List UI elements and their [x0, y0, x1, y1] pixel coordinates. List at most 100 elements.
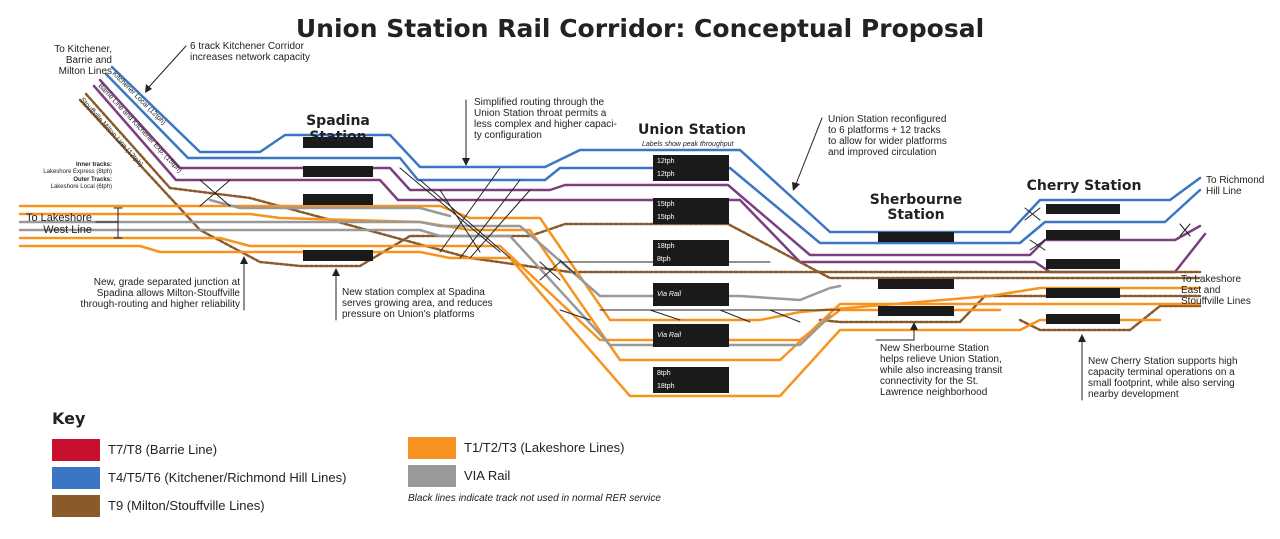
platform-union-5	[653, 324, 729, 347]
endpoint-richmond-line1: To Richmond	[1206, 175, 1265, 186]
platform-union-1	[653, 155, 729, 181]
arrow-six-track	[147, 45, 187, 89]
note-union-reconf-line1: Union Station reconfigured	[828, 114, 947, 125]
endpoint-kitchener-line3: Milton Lines	[58, 66, 112, 77]
lakeshore-outer-val: Lakeshore Local (6tph)	[50, 184, 112, 190]
note-union-reconf-line3: to allow for wider platforms	[828, 136, 947, 147]
crossover-lines	[199, 167, 1191, 323]
note-cherry-line2: capacity terminal operations on a	[1088, 367, 1235, 378]
note-sherbourne-line2: helps relieve Union Station,	[880, 354, 1002, 365]
key-note: Black lines indicate track not used in n…	[408, 493, 661, 504]
platform-spadina-2	[303, 166, 373, 177]
track-grey-2	[18, 228, 832, 347]
platform-label-5: Via Rail	[657, 332, 681, 339]
note-sherbourne: New Sherbourne Station helps relieve Uni…	[880, 343, 1002, 398]
note-spadina-complex-line1: New station complex at Spadina	[342, 287, 485, 298]
track-grey-1	[18, 220, 842, 302]
endpoint-richmond-line2: Hill Line	[1206, 186, 1242, 197]
note-simplified-line2: Union Station throat permits a	[474, 108, 607, 119]
note-spadina-complex-line2: serves growing area, and reduces	[342, 298, 493, 309]
arrow-sherbourne	[875, 327, 915, 341]
note-cherry-line1: New Cherry Station supports high	[1088, 356, 1238, 367]
arrow-head-simplified	[462, 158, 470, 166]
note-spadina-complex: New station complex at Spadina serves gr…	[342, 287, 493, 320]
track-orange-3	[18, 244, 1162, 398]
note-union-reconf: Union Station reconfigured to 6 platform…	[828, 114, 947, 158]
platform-union-2	[653, 198, 729, 224]
endpoint-kitchener-line1: To Kitchener,	[54, 44, 112, 55]
note-six-track-line2: increases network capacity	[190, 52, 311, 63]
note-simplified-line4: ty configuration	[474, 130, 542, 141]
platform-label-6b: 18tph	[657, 383, 675, 390]
station-cherry: Cherry Station	[1026, 178, 1142, 194]
note-union-reconf-line2: to 6 platforms + 12 tracks	[828, 125, 941, 136]
note-junction-line2: Spadina allows Milton-Stouffville	[96, 288, 240, 299]
station-sherbourne-line2: Station	[887, 207, 945, 223]
endpoint-kitchener-line2: Barrie and	[65, 55, 112, 66]
bracket-lakeshore	[95, 207, 123, 239]
arrow-head-cherry	[1078, 334, 1086, 342]
key-label-lakeshore: T1/T2/T3 (Lakeshore Lines)	[464, 440, 625, 455]
platform-label-1a: 12tph	[657, 158, 675, 165]
note-cherry-line4: nearby development	[1088, 389, 1179, 400]
endpoint-kitchener: To Kitchener, Barrie and Milton Lines	[4, 44, 112, 77]
note-union-reconf-line4: and improved circulation	[828, 147, 937, 158]
note-cherry: New Cherry Station supports high capacit…	[1088, 356, 1238, 400]
platform-label-2a: 15tph	[657, 201, 675, 208]
endpoint-richmond: To Richmond Hill Line	[1206, 175, 1264, 197]
track-blue-2	[104, 72, 1202, 245]
track-orange-4	[18, 236, 1002, 342]
track-grey-3	[208, 198, 452, 218]
note-simplified-line3: less complex and higher capaci-	[474, 119, 617, 130]
track-brown-4	[1018, 304, 1202, 332]
note-six-track-line1: 6 track Kitchener Corridor	[190, 41, 304, 52]
note-junction-line3: through-routing and higher reliability	[80, 299, 240, 310]
station-union-sub: Labels show peak throughput	[642, 141, 734, 148]
endpoint-lakeshore-east-line3: Stouffville Lines	[1181, 296, 1251, 307]
note-sherbourne-line1: New Sherbourne Station	[880, 343, 989, 354]
endpoint-lakeshore-west: To Lakeshore West Line	[4, 212, 92, 236]
platform-cherry-2	[1046, 230, 1120, 240]
station-sherbourne-line1: Sherbourne	[869, 192, 963, 208]
arrow-head-spadina-complex	[332, 268, 340, 276]
key-label-barrie: T7/T8 (Barrie Line)	[108, 442, 218, 457]
platform-label-3a: 18tph	[657, 243, 675, 250]
key-swatch-milton	[52, 495, 100, 517]
note-cherry-line3: small footprint, while also serving	[1088, 378, 1235, 389]
endpoint-lakeshore-east-line2: East and	[1181, 285, 1221, 296]
key-swatch-via	[408, 465, 456, 487]
key-swatch-kitchener	[52, 467, 100, 489]
note-sherbourne-line3: while also increasing transit	[880, 365, 1003, 376]
station-spadina: Spadina Station	[306, 113, 370, 145]
platform-spadina-1	[303, 137, 373, 148]
arrow-head-junction	[240, 256, 248, 264]
key-swatch-lakeshore	[408, 437, 456, 459]
platform-spadina-3	[303, 194, 373, 205]
platform-label-2b: 15tph	[657, 214, 675, 221]
key-swatch-barrie	[52, 439, 100, 461]
platform-union-6	[653, 367, 729, 393]
track-orange-1	[18, 204, 1202, 322]
platform-cherry-4	[1046, 288, 1120, 298]
track-blue-1	[110, 65, 1202, 234]
arrow-union-reconf	[795, 117, 823, 185]
endpoint-lakeshore-west-line1: To Lakeshore	[25, 212, 92, 224]
note-junction-line1: New, grade separated junction at	[93, 277, 240, 288]
note-junction: New, grade separated junction at Spadina…	[40, 277, 240, 310]
arrow-head-six-track	[145, 84, 152, 93]
arrow-head-union-reconf	[792, 182, 800, 191]
note-spadina-complex-line3: pressure on Union's platforms	[342, 309, 475, 320]
endpoint-lakeshore-west-line2: West Line	[43, 224, 92, 236]
platform-label-6a: 8tph	[657, 370, 671, 377]
key-label-via: VIA Rail	[464, 468, 511, 483]
platform-cherry-1	[1046, 204, 1120, 214]
key-title: Key	[52, 409, 86, 428]
lakeshore-outer-head: Outer Tracks:	[73, 177, 112, 183]
platform-label-3b: 8tph	[657, 256, 671, 263]
platform-sherbourne-2	[878, 279, 954, 289]
lakeshore-inner-head: Inner tracks:	[75, 162, 112, 168]
platform-sherbourne-1	[878, 232, 954, 242]
note-simplified-line1: Simplified routing through the	[474, 97, 605, 108]
key-label-kitchener: T4/T5/T6 (Kitchener/Richmond Hill Lines)	[108, 470, 347, 485]
